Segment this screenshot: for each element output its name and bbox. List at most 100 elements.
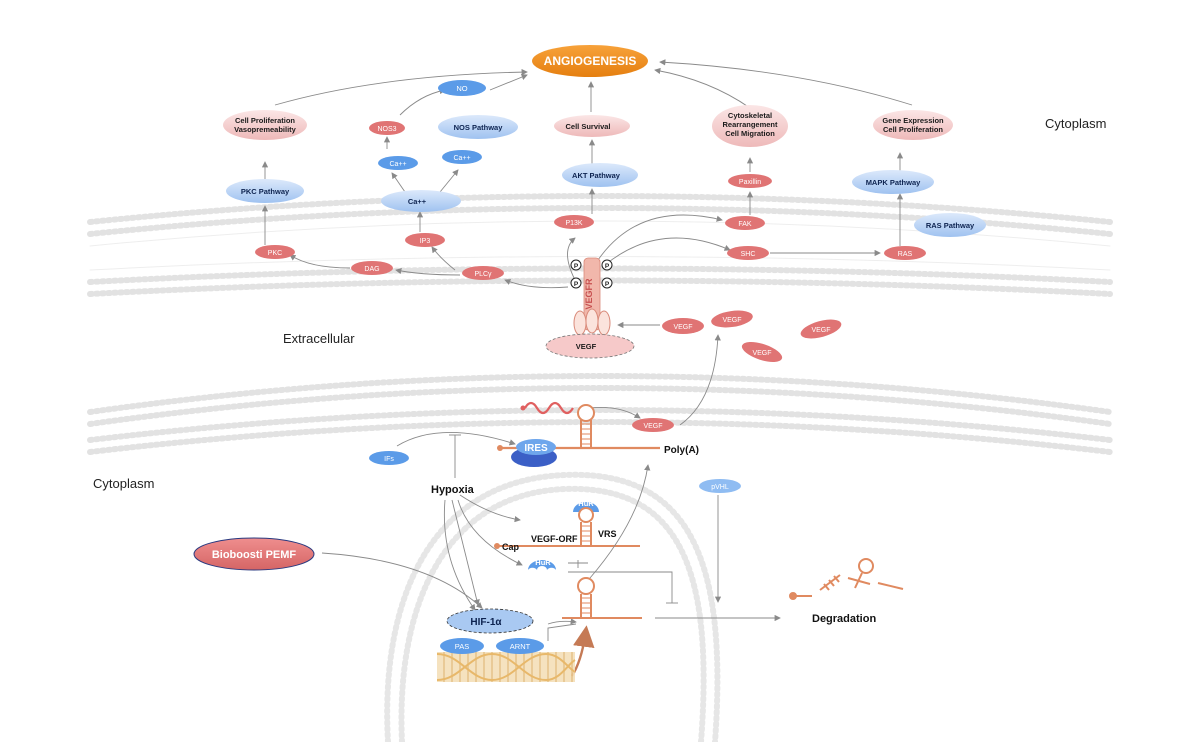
angiogenesis-label: ANGIOGENESIS <box>544 54 637 68</box>
vegf-ligand-1 <box>662 318 704 334</box>
nos3-node <box>369 121 405 135</box>
phospho-site-3 <box>570 277 582 289</box>
phospho-site-1 <box>570 259 582 271</box>
vrs-label: VRS <box>598 529 617 539</box>
mapk-pathway-label: MAPK Pathway <box>866 178 921 187</box>
pemf-label: Bioboosti PEMF <box>212 549 297 561</box>
hypoxia-label: Hypoxia <box>431 484 475 496</box>
nuclear-transcript: HuR Cap VEGF-ORF VRS <box>494 499 640 552</box>
p13k-node <box>554 215 594 229</box>
ifs-node <box>369 451 409 465</box>
ras-pathway-label: RAS Pathway <box>926 221 975 230</box>
hif-node <box>446 608 534 634</box>
phospho-label-3: P <box>574 281 579 288</box>
vegf-ligand-2 <box>711 310 753 328</box>
ca-channel-node <box>381 190 461 212</box>
vegfr-receptor: VEGFR VEGF <box>545 257 635 359</box>
nos-pathway-label: NOS Pathway <box>454 123 504 132</box>
pkc-label: PKC <box>268 250 282 257</box>
ca-channel-label: Ca++ <box>408 197 427 206</box>
ras-node <box>884 246 926 260</box>
ras-pathway-node <box>914 213 986 237</box>
effect-cytoskeletal-line1: Cytoskeletal <box>728 111 772 120</box>
phospho-sites: P P P P <box>570 259 613 289</box>
ifs-label: IFs <box>384 456 394 463</box>
phospho-label-1: P <box>574 263 579 270</box>
ires-node <box>516 439 556 455</box>
paxillin-label: Paxillin <box>739 179 761 186</box>
effect-cell-proliferation-line2: Vasopremeability <box>234 125 297 134</box>
ca-node-1 <box>378 156 418 170</box>
pas-label: PAS <box>455 642 469 651</box>
dag-label: DAG <box>364 266 379 273</box>
vegf-ligand-label-3: VEGF <box>811 327 830 334</box>
ip3-node <box>405 233 445 247</box>
vegf-orf-label: VEGF-ORF <box>531 534 578 544</box>
nos-pathway-node <box>438 115 518 139</box>
ras-label: RAS <box>898 251 913 258</box>
lower-cell-membrane <box>87 373 1113 455</box>
hif-label: HIF-1α <box>470 617 502 628</box>
plcy-label: PLCγ <box>474 271 492 278</box>
vegf-ligand-label-1: VEGF <box>673 324 692 331</box>
hur-label-2: HuR <box>535 558 551 567</box>
cap-label: Cap <box>502 542 520 552</box>
hur-label-1: HuR <box>578 499 594 508</box>
effect-gene-expression-line2: Cell Proliferation <box>883 125 943 134</box>
region-label-extracellular: Extracellular <box>283 331 355 346</box>
ires-label: IRES <box>524 443 548 454</box>
effect-gene-expression: Gene Expression Cell Proliferation <box>873 110 953 140</box>
pvhl-label: pVHL <box>711 484 729 491</box>
arnt-node <box>496 638 544 654</box>
nucleus-envelope <box>384 471 721 745</box>
effect-cell-proliferation-line1: Cell Proliferation <box>235 116 295 125</box>
vegf-ligand-3 <box>800 319 842 339</box>
vegf-ligand-label-2: VEGF <box>722 317 741 324</box>
vegf-product-label: VEGF <box>643 423 662 430</box>
mapk-pathway-node <box>852 170 934 194</box>
arnt-label: ARNT <box>510 642 531 651</box>
hur-free: HuR <box>528 558 556 570</box>
paxillin-node <box>728 174 772 188</box>
ip3-label: IP3 <box>420 238 431 245</box>
p13k-label: P13K <box>565 220 582 227</box>
transcription-unit <box>562 464 651 677</box>
fak-node <box>725 216 765 230</box>
ca-label-1: Ca++ <box>389 161 406 168</box>
ca-label-2: Ca++ <box>453 155 470 162</box>
nos3-label: NOS3 <box>377 126 396 133</box>
polya-label: Poly(A) <box>664 445 699 456</box>
region-label-cytoplasm-top: Cytoplasm <box>1045 116 1106 131</box>
no-label: NO <box>456 84 467 93</box>
effect-cell-survival-label: Cell Survival <box>565 122 610 131</box>
vegfr-label: VEGFR <box>584 278 594 310</box>
vegf-ligand-label-4: VEGF <box>752 350 771 357</box>
effect-cytoskeletal-line2: Rearrangement <box>722 120 778 129</box>
pkc-pathway-node <box>226 179 304 203</box>
effect-gene-expression-line1: Gene Expression <box>882 116 944 125</box>
shc-node <box>727 246 769 260</box>
pemf-node <box>193 537 315 571</box>
bound-vegf-node <box>545 333 635 359</box>
no-node <box>438 80 486 96</box>
plcy-node <box>462 266 504 280</box>
connector-lines <box>261 59 913 641</box>
pkc-pathway-label: PKC Pathway <box>241 187 290 196</box>
akt-pathway-label: AKT Pathway <box>572 171 621 180</box>
phospho-label-2: P <box>605 263 610 270</box>
effect-cytoskeletal: Cytoskeletal Rearrangement Cell Migratio… <box>712 105 788 147</box>
effect-cell-proliferation: Cell Proliferation Vasopremeability <box>223 110 307 140</box>
fak-label: FAK <box>738 221 752 228</box>
dna-helix <box>436 652 576 682</box>
ca-node-2 <box>442 150 482 164</box>
vegf-ligand-4 <box>741 341 783 363</box>
vegf-product-node <box>632 418 674 432</box>
shc-label: SHC <box>741 251 756 258</box>
pas-node <box>440 638 484 654</box>
phospho-site-4 <box>601 277 613 289</box>
degradation-label: Degradation <box>812 613 876 625</box>
bound-vegf-label: VEGF <box>576 342 597 351</box>
degraded-mrna-fragments <box>789 558 904 600</box>
angiogenesis-node <box>532 45 648 77</box>
